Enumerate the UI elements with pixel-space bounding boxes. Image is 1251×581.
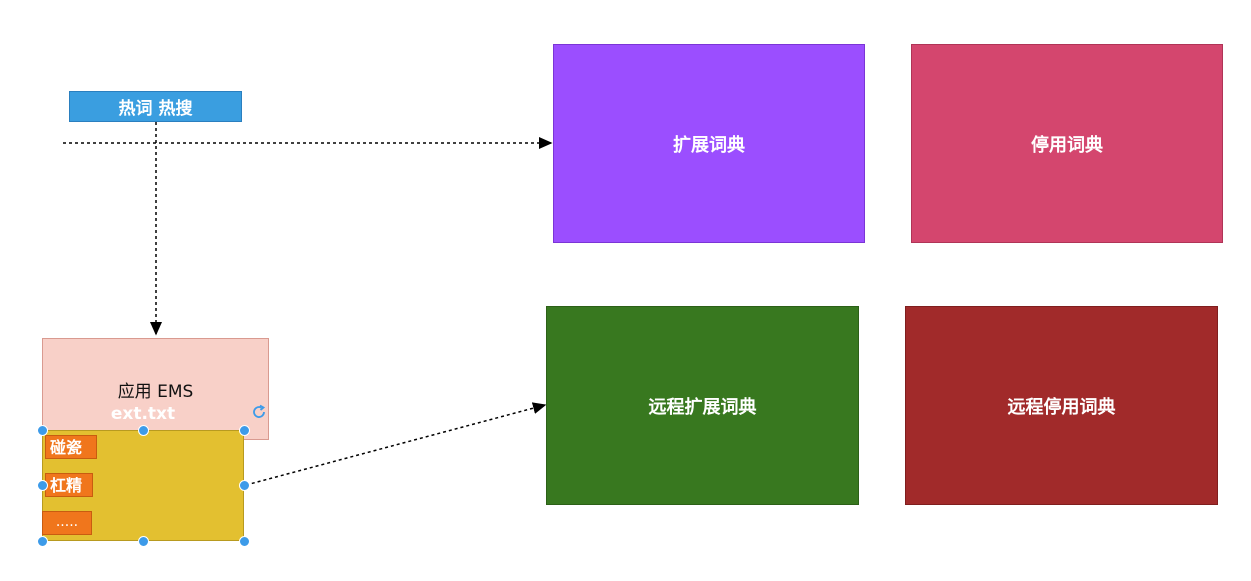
extension-dict-label: 扩展词典 xyxy=(673,134,745,156)
remote-extension-dict-label: 远程扩展词典 xyxy=(648,396,757,418)
remote-stopword-dict-label: 远程停用词典 xyxy=(1007,396,1116,418)
ems-title: 应用 EMS xyxy=(117,382,194,402)
hotword-node[interactable]: 热词 热搜 xyxy=(69,91,242,122)
selection-handle[interactable] xyxy=(138,425,149,436)
selection-handle[interactable] xyxy=(239,480,250,491)
stopword-dict-node[interactable]: 停用词典 xyxy=(911,44,1223,243)
selection-handle[interactable] xyxy=(37,480,48,491)
word-tag[interactable]: 碰瓷 xyxy=(45,435,97,459)
refresh-icon[interactable] xyxy=(250,403,268,421)
selection-handle[interactable] xyxy=(37,536,48,547)
hotword-label: 热词 热搜 xyxy=(118,99,193,119)
extension-dict-node[interactable]: 扩展词典 xyxy=(553,44,865,243)
arrow-to-remote-extension-dict[interactable] xyxy=(245,402,547,486)
remote-extension-dict-node[interactable]: 远程扩展词典 xyxy=(546,306,859,505)
ems-file-name: ext.txt xyxy=(110,404,176,424)
remote-stopword-dict-node[interactable]: 远程停用词典 xyxy=(905,306,1218,505)
word-tag-more[interactable]: ..... xyxy=(42,511,92,535)
selection-handle[interactable] xyxy=(138,536,149,547)
word-tag[interactable]: 杠精 xyxy=(45,473,93,497)
selection-handle[interactable] xyxy=(239,536,250,547)
stopword-dict-label: 停用词典 xyxy=(1031,134,1103,156)
selection-handle[interactable] xyxy=(239,425,250,436)
selection-handle[interactable] xyxy=(37,425,48,436)
ems-node[interactable]: 应用 EMS ext.txt xyxy=(42,338,269,440)
